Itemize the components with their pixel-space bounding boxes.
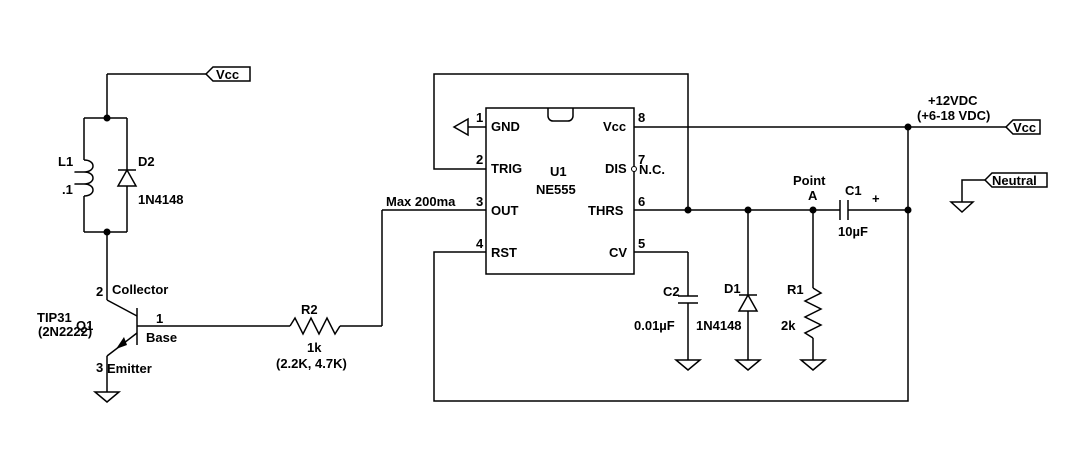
capacitor-c2-icon: [678, 295, 698, 304]
ground-symbol-icon: [798, 359, 828, 371]
q1-collector-label: Collector: [112, 282, 168, 297]
point-a-label: Point: [793, 173, 826, 188]
l1-ref: L1: [58, 154, 73, 169]
ic-pin-1-num: 1: [476, 110, 483, 125]
c1-polarity: +: [872, 191, 880, 206]
d1-value: 1N4148: [696, 318, 742, 333]
vcc-top-port-icon: [204, 66, 251, 82]
r2-ref: R2: [301, 302, 318, 317]
junction-dot-icon: [684, 206, 692, 214]
supply-range: (+6-18 VDC): [917, 108, 990, 123]
ic-part: NE555: [536, 182, 576, 197]
q1-pin-base: 1: [156, 311, 163, 326]
vcc-right-port-label: Vcc: [1013, 120, 1036, 135]
transistor-q1-icon: [106, 308, 138, 357]
neutral-port-label: Neutral: [992, 173, 1037, 188]
ic-pin-3-num: 3: [476, 194, 483, 209]
capacitor-c1-icon: [839, 200, 849, 220]
c2-ref: C2: [663, 284, 680, 299]
vcc-right-port-icon: [1004, 119, 1041, 135]
neutral-port-icon: [983, 172, 1048, 188]
q1-part: TIP31: [37, 310, 72, 325]
ic-pin-gnd-label: GND: [491, 119, 520, 134]
d1-ref: D1: [724, 281, 741, 296]
r1-value: 2k: [781, 318, 796, 333]
ic-pin-2-num: 2: [476, 152, 483, 167]
supply-voltage: +12VDC: [928, 93, 978, 108]
ic-pin-5-num: 5: [638, 236, 645, 251]
out-current-note: Max 200ma: [386, 194, 456, 209]
nc-pin-marker-icon: [631, 166, 637, 172]
ic-pin-cv-label: CV: [609, 245, 627, 260]
ic-pin-trig-label: TRIG: [491, 161, 522, 176]
ground-symbol-icon: [673, 359, 703, 371]
ic-pin-8-num: 8: [638, 110, 645, 125]
junction-dot-icon: [103, 114, 111, 122]
ic-ref: U1: [550, 164, 567, 179]
q1-pin-collector: 2: [96, 284, 103, 299]
ic-pin-7-num: 7: [638, 152, 645, 167]
q1-emitter-label: Emitter: [107, 361, 152, 376]
c1-ref: C1: [845, 183, 862, 198]
d2-ref: D2: [138, 154, 155, 169]
ground-symbol-icon: [949, 201, 975, 214]
ground-symbol-icon: [452, 117, 469, 137]
q1-ref: Q1: [76, 318, 93, 333]
c2-value: 0.01µF: [634, 318, 675, 333]
inductor-l1-icon: [74, 159, 94, 197]
resistor-r1-icon: [803, 287, 823, 339]
ic-pin-6-num: 6: [638, 194, 645, 209]
ic-pin-4-num: 4: [476, 236, 484, 251]
ground-symbol-icon: [92, 391, 122, 403]
ic-pin-rst-label: RST: [491, 245, 517, 260]
l1-d2-parallel: [83, 114, 128, 236]
ic-pin-vcc-label: Vcc: [603, 119, 626, 134]
q1-pin-emitter: 3: [96, 360, 103, 375]
ground-symbol-icon: [733, 359, 763, 371]
junction-dot-icon: [904, 123, 912, 131]
d2-value: 1N4148: [138, 192, 184, 207]
q1-alt-part: (2N2222): [38, 324, 92, 339]
ic-notch-icon: [547, 108, 574, 122]
point-a-letter: A: [808, 188, 818, 203]
diode-d1-icon: [737, 293, 759, 312]
ic-body: [485, 107, 635, 275]
ic-pin-dis-label: DIS: [605, 161, 627, 176]
vcc-top-net: Vcc: [106, 66, 251, 118]
nc-label: N.C.: [639, 162, 665, 177]
vcc-top-port-label: Vcc: [216, 67, 239, 82]
resistor-r2-icon: [289, 316, 341, 336]
ic-pin-thrs-label: THRS: [588, 203, 624, 218]
q1-base-label: Base: [146, 330, 177, 345]
ic-pin-out-label: OUT: [491, 203, 519, 218]
r2-alt-values: (2.2K, 4.7K): [276, 356, 347, 371]
c1-value: 10µF: [838, 224, 868, 239]
r1-ref: R1: [787, 282, 804, 297]
ic-u1-ne555: U1 NE555 GND TRIG OUT RST 1 2 3 4 Vcc DI…: [476, 107, 665, 275]
l1-value: .1: [62, 182, 73, 197]
r2-value: 1k: [307, 340, 322, 355]
diode-d2-icon: [116, 168, 138, 187]
junction-dot-icon: [904, 206, 912, 214]
